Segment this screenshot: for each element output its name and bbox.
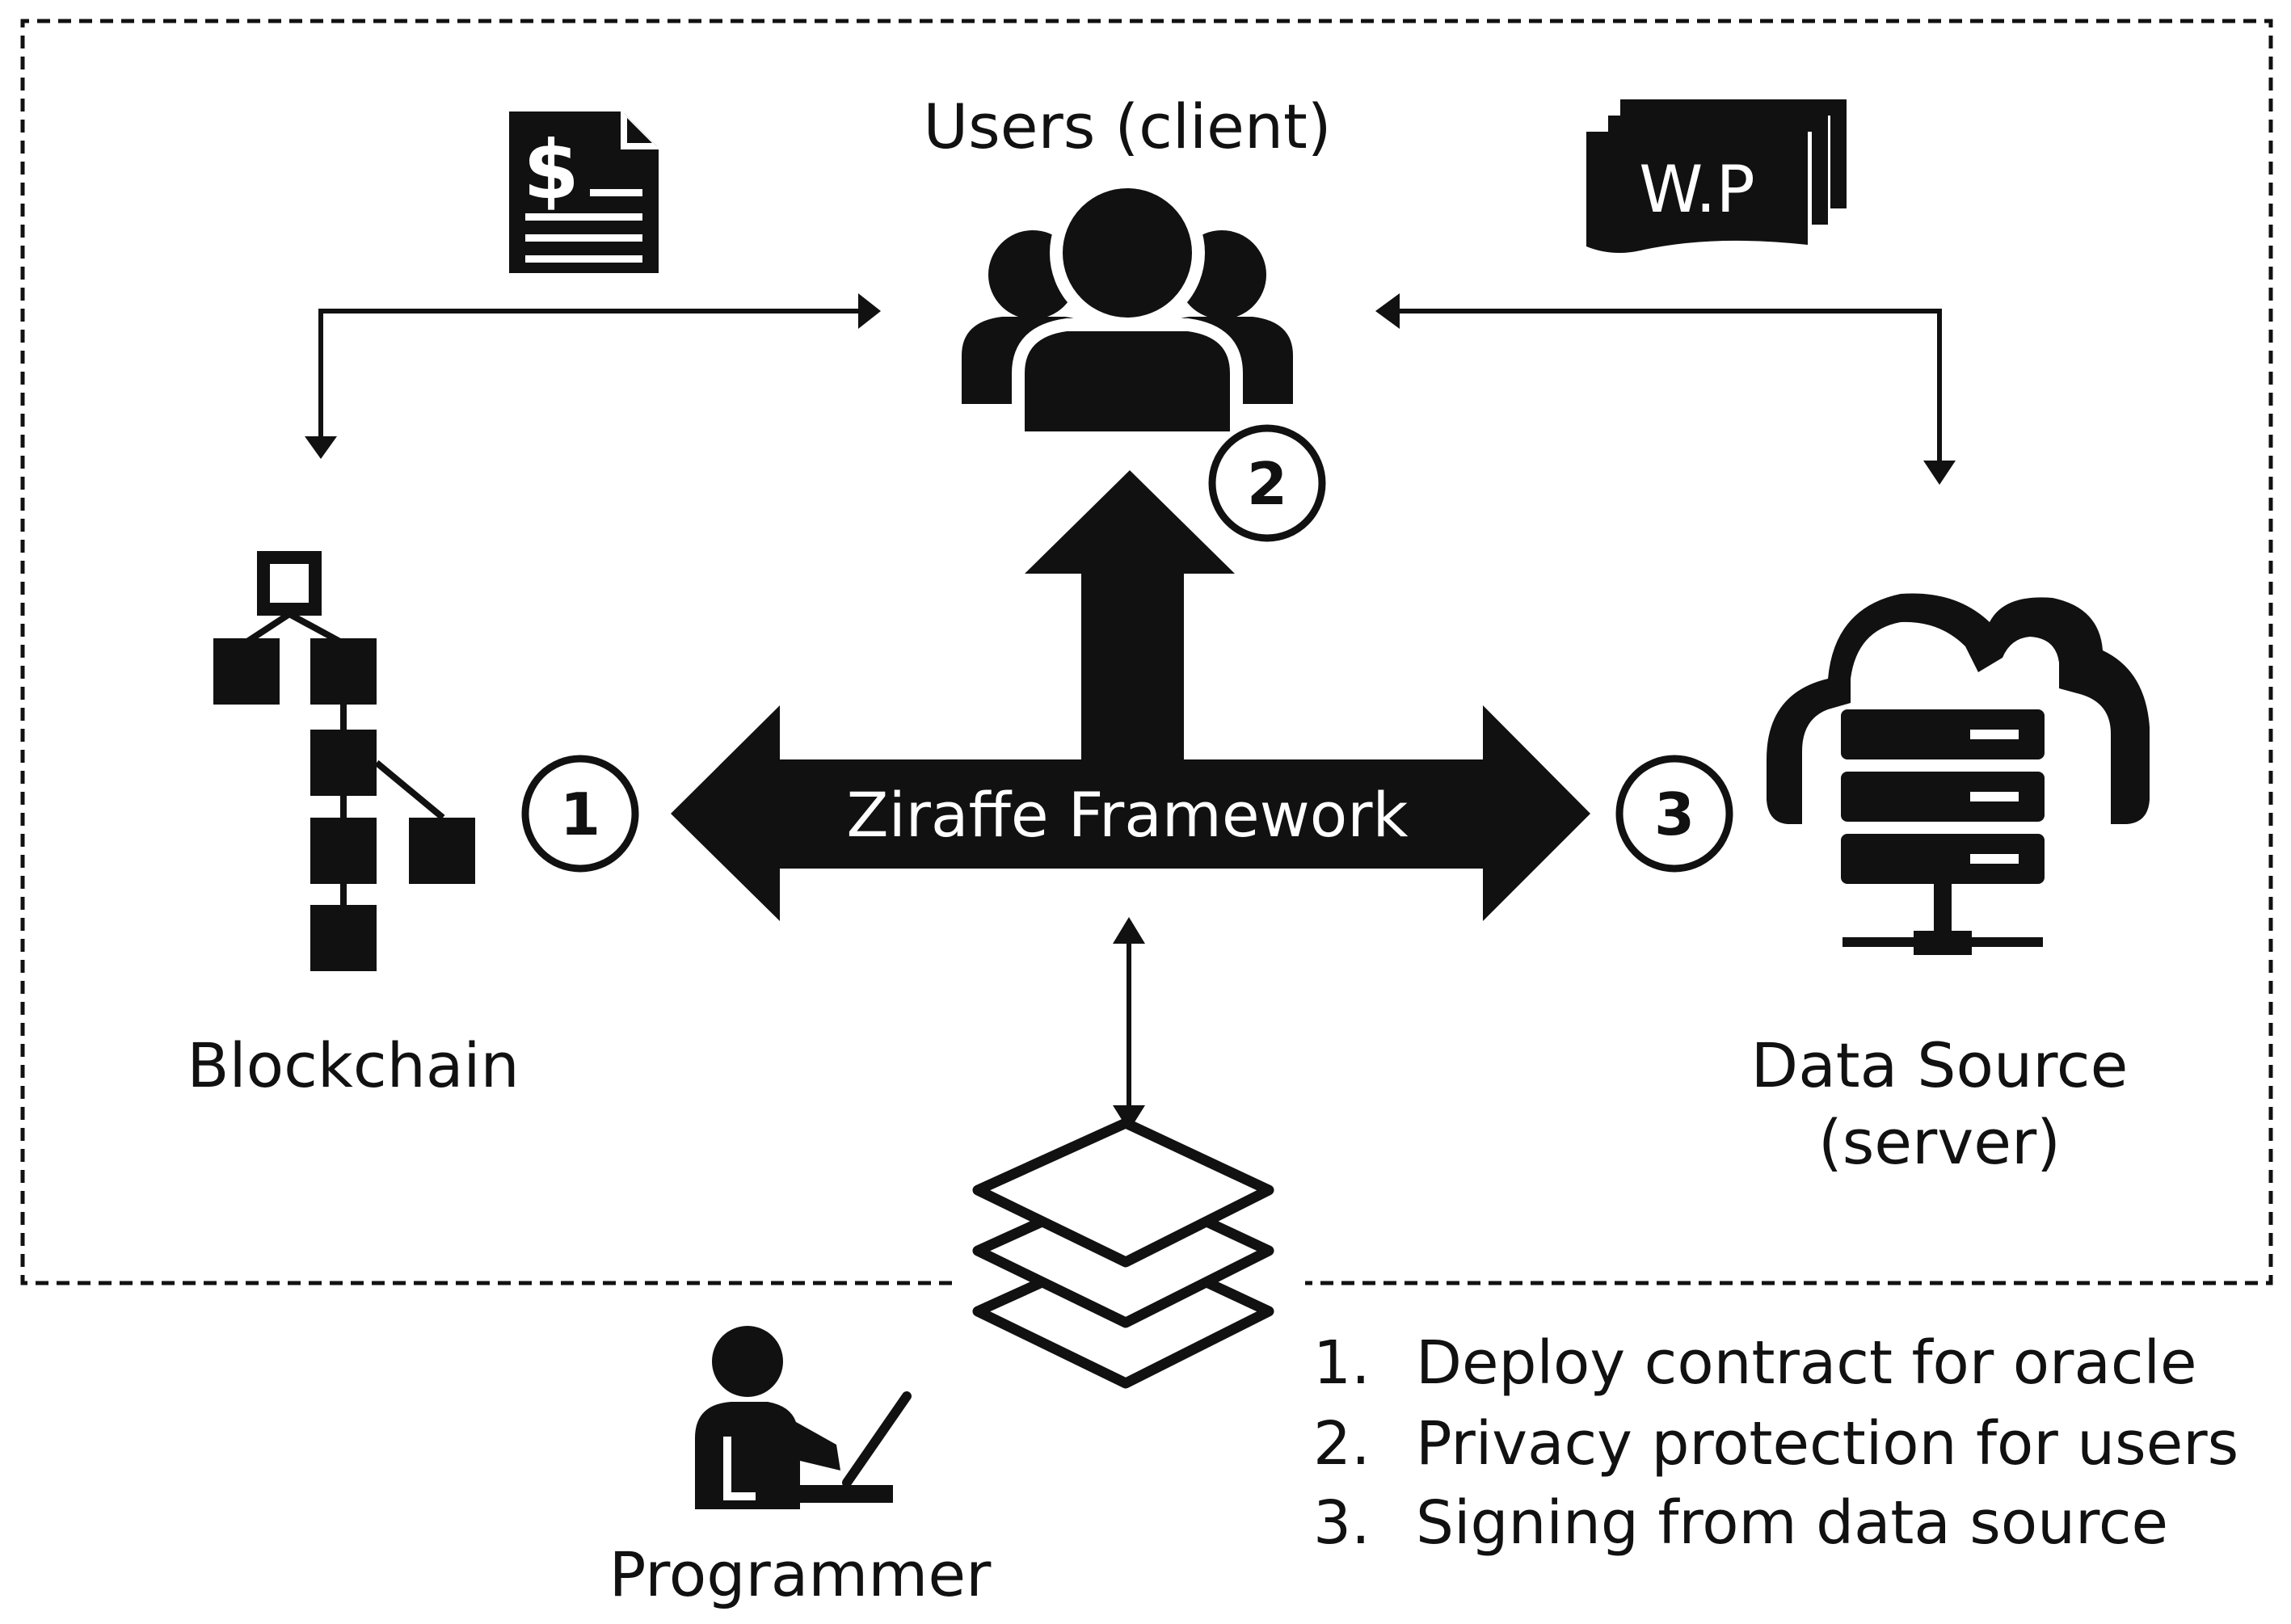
datasource-label-line1: Data Source [1751, 1029, 2129, 1101]
svg-text:1.: 1. [1313, 1328, 1371, 1398]
blockchain-tree-icon [213, 551, 475, 971]
svg-text:3: 3 [1654, 780, 1695, 848]
users-label: Users (client) [923, 90, 1331, 162]
programmer-laptop-icon [695, 1326, 912, 1509]
users-blockchain-connector [317, 307, 873, 452]
svg-text:$: $ [523, 123, 579, 217]
wp-label: W.P [1639, 152, 1755, 227]
svg-text:2.: 2. [1313, 1409, 1371, 1479]
datasource-label-line2: (server) [1818, 1106, 2061, 1178]
marker-2: 2 [1208, 424, 1326, 542]
programmer-label: Programmer [609, 1538, 992, 1610]
svg-text:Deploy contract for oracle: Deploy contract for oracle [1416, 1328, 2197, 1398]
svg-text:1: 1 [560, 780, 600, 848]
svg-text:3.: 3. [1313, 1488, 1371, 1558]
marker-1: 1 [521, 755, 639, 873]
framework-label: Ziraffe Framework [847, 779, 1409, 851]
framework-arrow [671, 470, 1590, 921]
legend: 1. Deploy contract for oracle 2. Privacy… [1313, 1328, 2238, 1558]
marker-3: 3 [1615, 755, 1733, 873]
legend-item: 2. Privacy protection for users [1313, 1409, 2238, 1479]
wp-documents-icon: W.P [1586, 99, 1847, 254]
users-datasource-connector [1375, 293, 1956, 485]
legend-item: 3. Signing from data source [1313, 1488, 2168, 1558]
users-blockchain-arrowheads [305, 293, 881, 459]
svg-text:Privacy protection for users: Privacy protection for users [1416, 1409, 2238, 1479]
invoice-dollar-icon: $ [509, 111, 659, 273]
cloud-server-icon [1767, 593, 2150, 955]
legend-item: 1. Deploy contract for oracle [1313, 1328, 2197, 1398]
framework-layers-connector [1113, 917, 1145, 1131]
svg-text:2: 2 [1247, 450, 1287, 518]
layers-stack-icon [972, 1117, 1274, 1389]
users-group-icon [962, 175, 1293, 444]
system-boundary [20, 19, 2273, 1285]
blockchain-label: Blockchain [187, 1029, 519, 1101]
svg-text:Signing from data source: Signing from data source [1416, 1488, 2168, 1558]
